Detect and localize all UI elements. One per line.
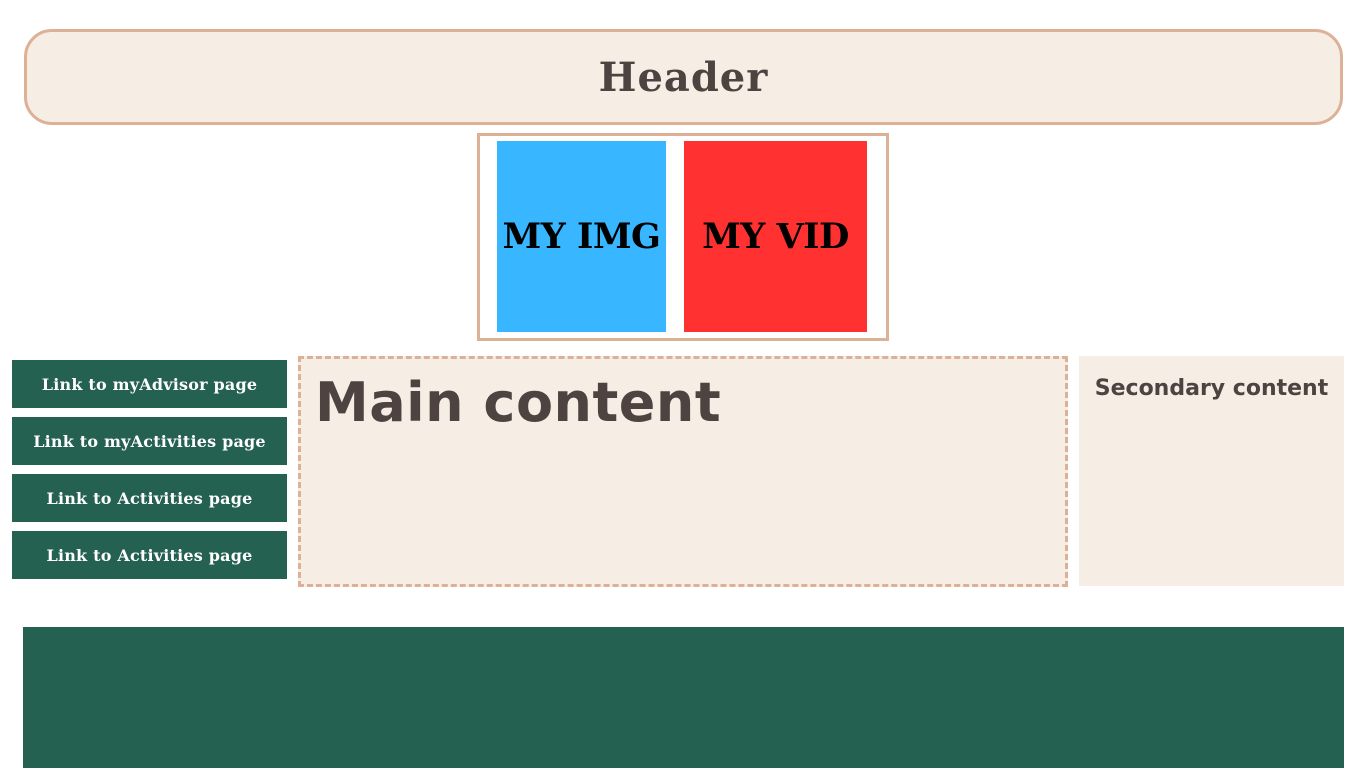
header: Header — [24, 29, 1343, 125]
nav-link-label: Link to Activities page — [46, 488, 253, 508]
secondary-content: Secondary content — [1079, 356, 1344, 586]
image-label: MY IMG — [502, 216, 661, 257]
secondary-content-title: Secondary content — [1094, 376, 1329, 401]
header-title: Header — [598, 53, 769, 101]
image-placeholder: MY IMG — [497, 141, 666, 332]
nav-link-label: Link to Activities page — [46, 545, 253, 565]
nav-link-activities-2[interactable]: Link to Activities page — [12, 531, 287, 579]
main-content: Main content — [298, 356, 1068, 587]
footer — [23, 627, 1344, 768]
nav-link-myadvisor[interactable]: Link to myAdvisor page — [12, 360, 287, 408]
video-placeholder[interactable]: MY VID — [684, 141, 867, 332]
nav-link-myactivities[interactable]: Link to myActivities page — [12, 417, 287, 465]
media-box: MY IMG MY VID — [477, 133, 889, 341]
nav-link-activities[interactable]: Link to Activities page — [12, 474, 287, 522]
nav-link-label: Link to myAdvisor page — [41, 374, 258, 394]
main-content-title: Main content — [315, 371, 722, 434]
video-label: MY VID — [702, 216, 849, 257]
nav-link-label: Link to myActivities page — [33, 431, 266, 451]
